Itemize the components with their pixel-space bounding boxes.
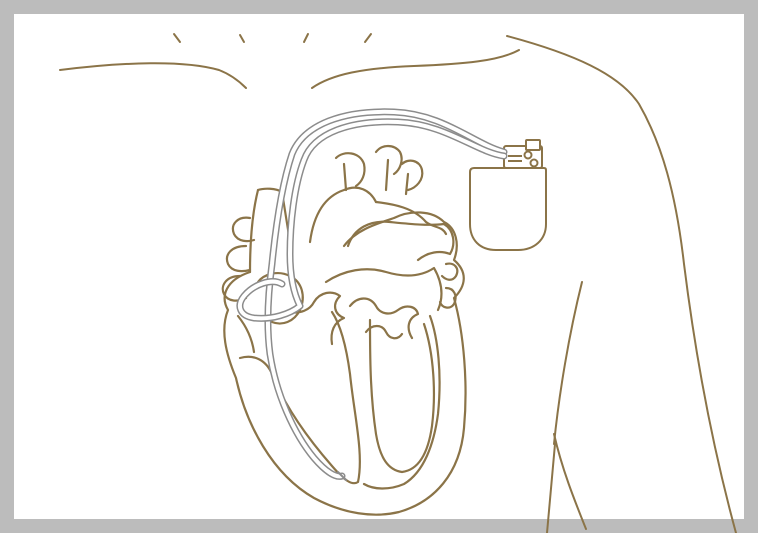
pulmonary-veins: [440, 264, 457, 308]
heart-outer-outline: [224, 212, 465, 514]
left-collarbone: [60, 63, 246, 88]
neck-line-4: [365, 34, 371, 42]
aorta-top-connector: [344, 160, 408, 194]
pacemaker-screw-1: [525, 152, 532, 159]
heart-icon: [223, 146, 466, 515]
pacemaker-illustration: [28, 28, 758, 533]
illustration-canvas: [28, 28, 758, 533]
left-ventricle-chamber: [370, 320, 434, 472]
aortic-valve: [366, 326, 402, 338]
aortic-arch: [310, 188, 376, 242]
aorta-branch-1: [336, 153, 365, 186]
pacemaker-device-icon: [470, 140, 546, 250]
left-atrium-interior: [326, 268, 441, 310]
aorta-branch-3: [402, 161, 422, 190]
right-ventricle-chamber: [240, 312, 360, 483]
shoulder-outline: [507, 36, 736, 533]
mitral-valve: [350, 299, 418, 339]
neck-line-1: [174, 34, 180, 42]
right-atrium-lower-wall: [238, 316, 254, 352]
pacemaker-can: [470, 168, 546, 250]
right-collarbone: [312, 50, 519, 88]
right-atrium-wall: [250, 190, 258, 272]
neck-line-3: [304, 34, 308, 42]
arm-line-2: [547, 444, 555, 533]
pacemaker-connector: [526, 140, 540, 150]
pacemaker-screw-2: [531, 160, 538, 167]
arm-line-1: [554, 434, 586, 529]
aorta-right-side: [376, 202, 446, 234]
armpit-line: [554, 282, 582, 444]
neck-line-2: [240, 35, 244, 42]
